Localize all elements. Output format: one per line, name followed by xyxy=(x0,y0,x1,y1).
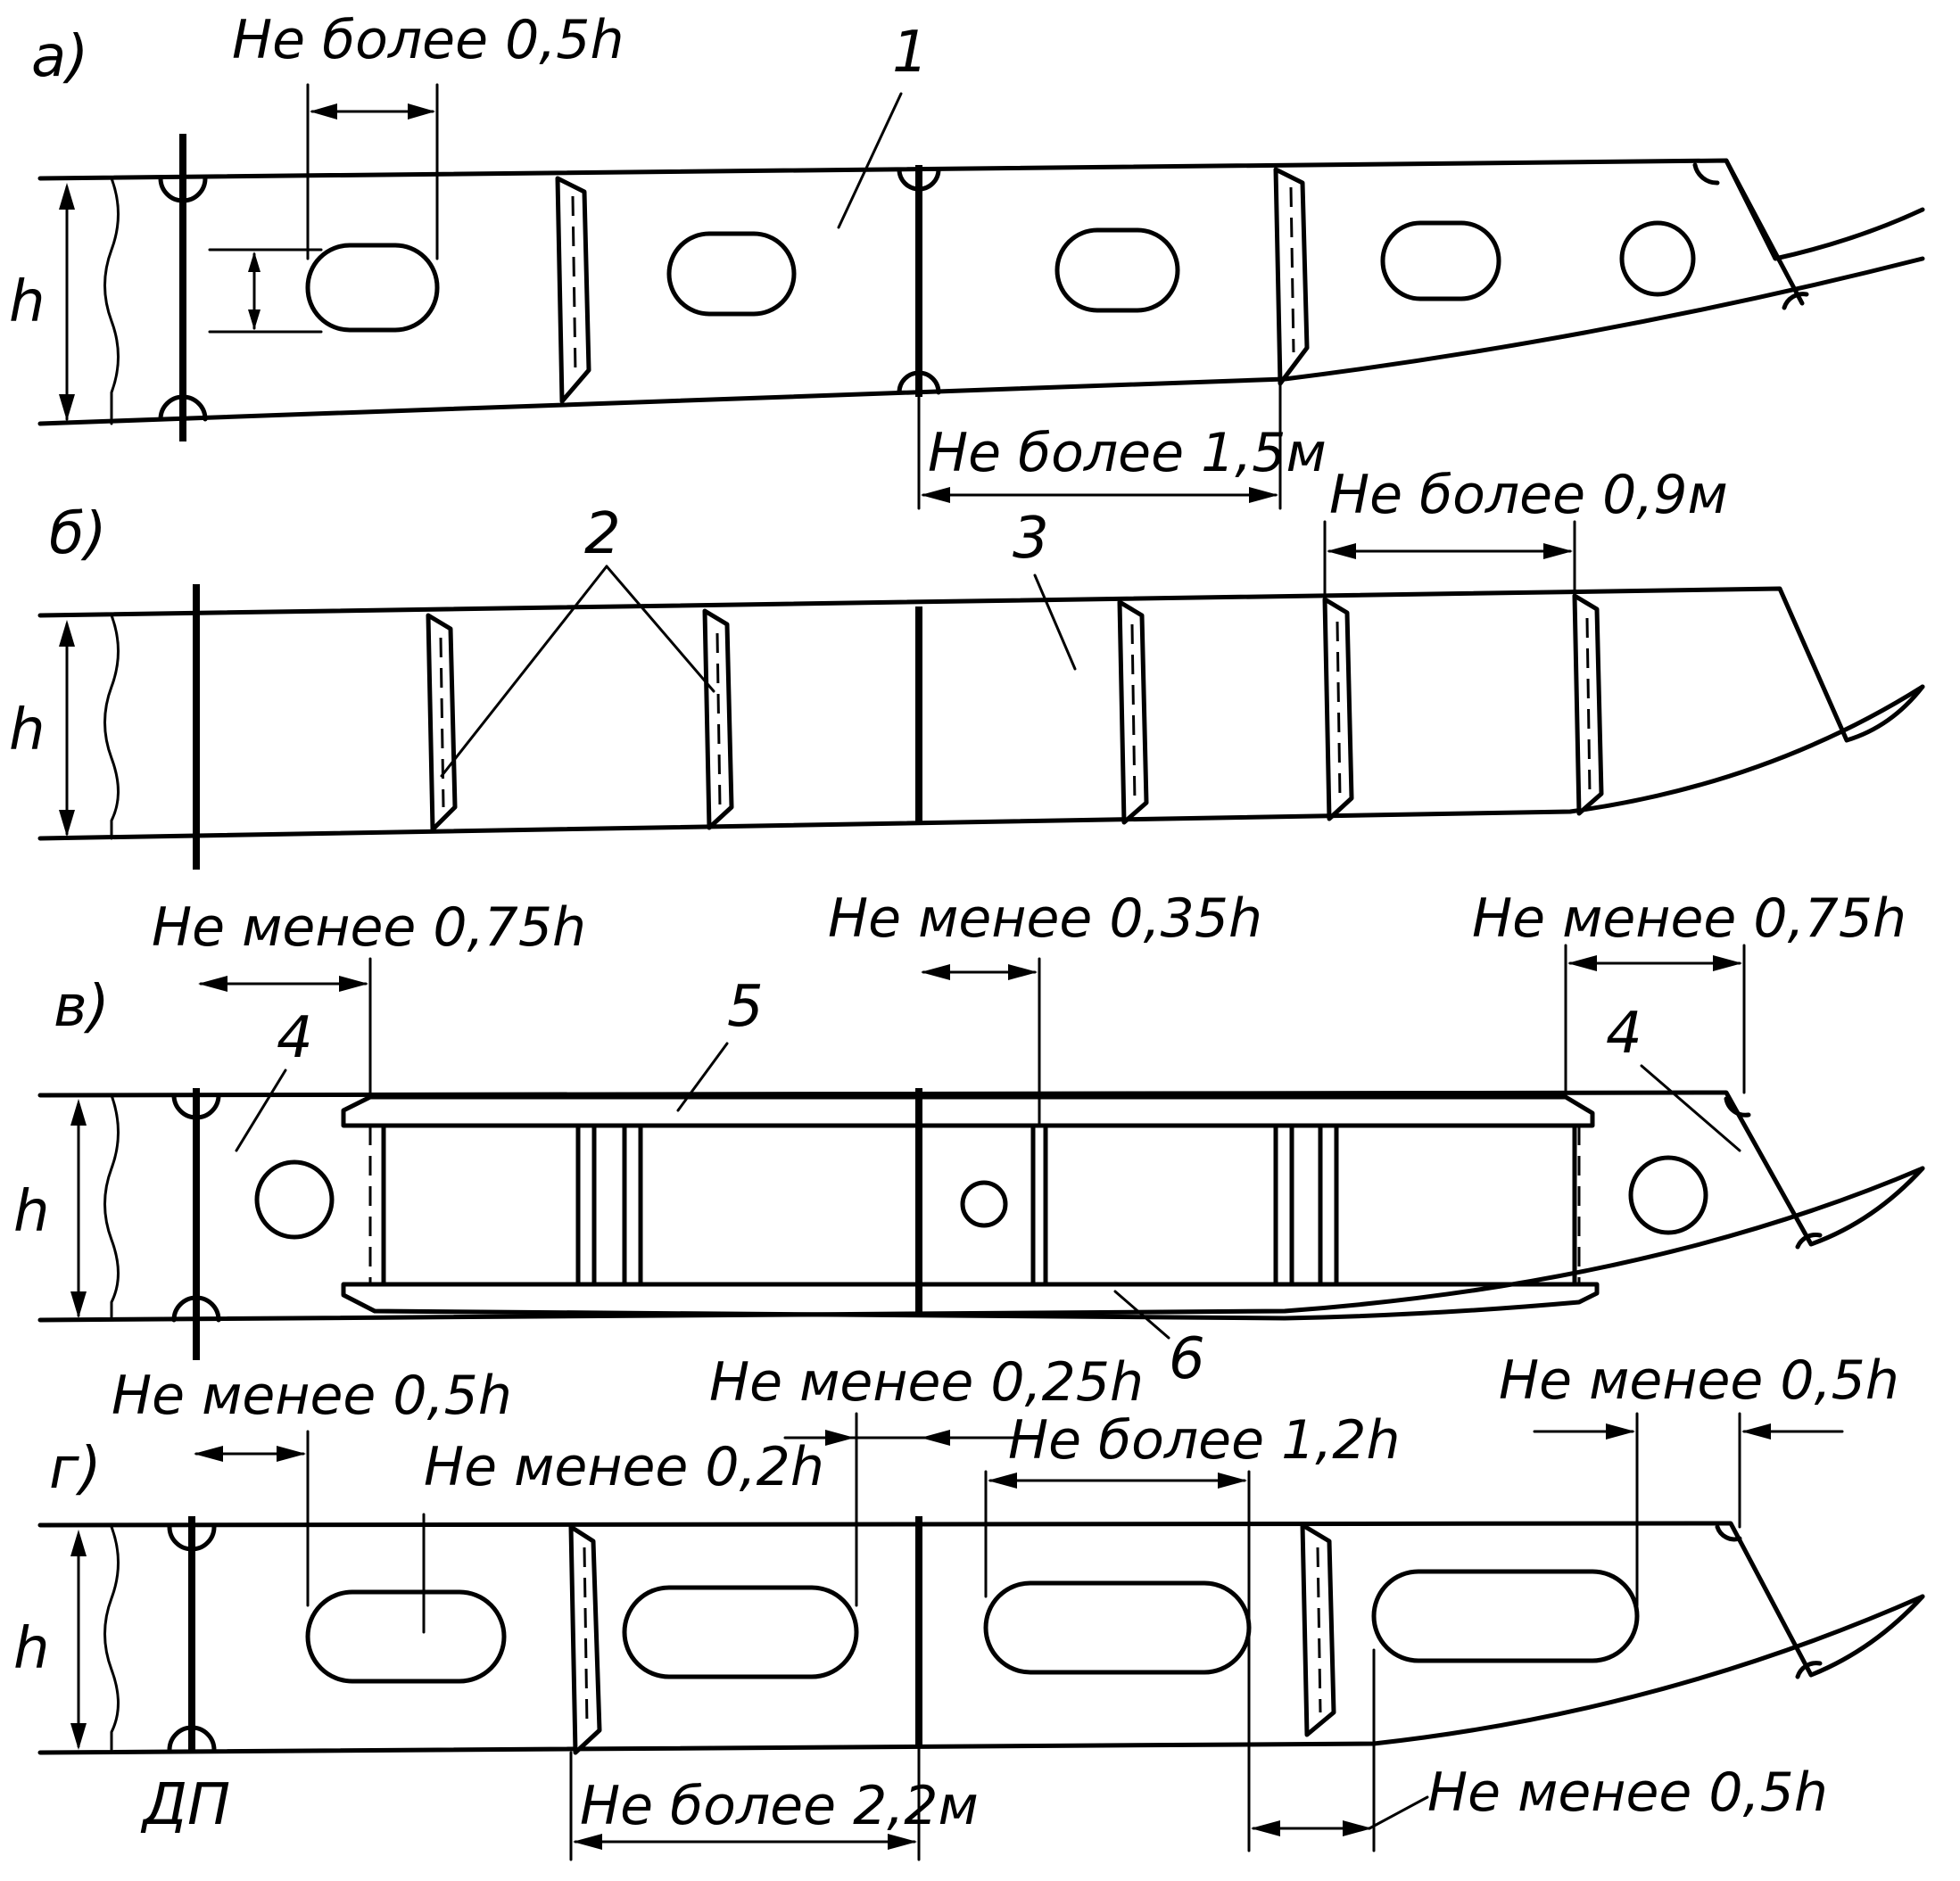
panel-b-stiffener-3 xyxy=(1117,599,1149,825)
panel-b-stiffener-4 xyxy=(1322,597,1354,821)
panel-g-dim-hole: Не менее 0,2h xyxy=(424,1436,824,1498)
panel-v-dim-left: Не менее 0,75h xyxy=(152,896,586,959)
panel-g-h-label: h xyxy=(13,1616,50,1682)
panel-v-callout-6: 6 xyxy=(1169,1326,1205,1392)
panel-v-face-plate-top xyxy=(341,1094,1595,1128)
panel-g-dim-more: Не более 1,2h xyxy=(1008,1409,1401,1472)
panel-a-corner-scallop-bottom xyxy=(1782,292,1809,310)
panel-a-break-line xyxy=(103,177,120,425)
panel-g-hole-3 xyxy=(983,1580,1252,1675)
panel-g-bottom-edge xyxy=(37,1594,1925,1755)
panel-a-scallop-bottom xyxy=(158,394,208,422)
panel-a-dim-top: Не более 0,5h xyxy=(232,9,624,71)
panel-a-dim-bottom: Не более 1,5м xyxy=(928,422,1327,484)
panel-g-dim-bottom-left: Не более 2,2м xyxy=(580,1775,979,1837)
panel-v-struts xyxy=(575,1123,1339,1287)
panel-g-dim-left: Не менее 0,5h xyxy=(112,1365,512,1427)
panel-v: в) h 4 5 xyxy=(13,887,1925,1392)
panel-a-stiffener-2 xyxy=(1273,167,1310,386)
panel-g-dim-bottom-right: Не менее 0,5h xyxy=(1427,1761,1828,1824)
panel-a-top-edge xyxy=(37,158,1925,261)
panel-g-hole-2 xyxy=(622,1585,859,1679)
panel-a-h-label: h xyxy=(9,269,45,335)
panel-g: г) h ДП Не менее 0,5h Не менее 0,2 xyxy=(13,1349,1925,1861)
panel-b-bottom-edge xyxy=(37,684,1925,841)
panel-b-stiffener-2 xyxy=(702,608,734,830)
panel-b-break-line xyxy=(103,614,120,840)
panel-v-dim-mid: Не менее 0,35h xyxy=(828,887,1262,950)
panel-b-label: б) xyxy=(49,501,106,567)
panel-g-break-line xyxy=(103,1525,120,1752)
panel-v-top-edge xyxy=(37,1090,1925,1247)
panel-g-label: г) xyxy=(49,1436,102,1502)
panel-a-floor-scallop-top xyxy=(897,167,941,192)
panel-a-hole-4 xyxy=(1380,220,1501,301)
panel-b-callout-3: 3 xyxy=(1013,506,1049,572)
panel-a-hole-1 xyxy=(305,243,440,333)
panel-v-h-label: h xyxy=(13,1179,50,1245)
panel-b-stiffener-1 xyxy=(426,613,458,832)
panel-g-stiffener-2 xyxy=(1300,1522,1336,1737)
panel-v-dim-right: Не менее 0,75h xyxy=(1472,887,1906,950)
panel-v-bottom-edge xyxy=(37,1166,1925,1323)
panel-a-bottom-edge xyxy=(37,256,1925,426)
panel-v-label: в) xyxy=(54,974,110,1040)
panel-a-hole-3 xyxy=(1054,227,1180,313)
panel-g-dim-mid: Не менее 0,25h xyxy=(709,1351,1144,1414)
panel-b-h-label: h xyxy=(9,697,45,763)
panel-g-top-edge xyxy=(37,1521,1925,1678)
panel-g-hole-1 xyxy=(305,1589,507,1684)
panel-g-dim-right: Не менее 0,5h xyxy=(1499,1349,1899,1412)
centerline-label: ДП xyxy=(140,1772,230,1838)
panel-v-break-line xyxy=(103,1093,120,1322)
panel-a-hole-5 xyxy=(1619,220,1696,297)
panel-v-callout-4-left: 4 xyxy=(277,1005,313,1071)
panel-v-callout-4-right: 4 xyxy=(1606,1001,1642,1067)
panel-b-top-edge xyxy=(37,586,1925,743)
panel-g-hole-4 xyxy=(1371,1569,1640,1663)
panel-v-floor-hole xyxy=(960,1180,1008,1228)
panel-b-callout-2: 2 xyxy=(584,501,621,567)
panel-a-corner-scallop-top xyxy=(1692,162,1720,186)
panel-v-face-plate-bottom xyxy=(341,1282,1600,1321)
panel-a-label: а) xyxy=(31,24,88,90)
panel-v-bracket-hole-left xyxy=(254,1159,335,1240)
panel-b: б) h 2 3 Не более 0,9м xyxy=(9,464,1925,870)
panel-a: а) h xyxy=(9,9,1925,510)
panel-v-callout-5: 5 xyxy=(727,974,764,1040)
panel-a-scallop-top xyxy=(158,176,208,203)
panel-b-stiffener-5 xyxy=(1572,593,1604,816)
panel-b-dim-top: Не более 0,9м xyxy=(1329,464,1728,526)
panel-a-end-bracket xyxy=(1724,158,1805,306)
panel-v-bracket-hole-right xyxy=(1628,1155,1708,1235)
panel-a-hole-2 xyxy=(666,231,797,317)
panel-a-floor-scallop-bottom xyxy=(897,370,941,395)
panel-a-callout-1: 1 xyxy=(892,20,929,86)
